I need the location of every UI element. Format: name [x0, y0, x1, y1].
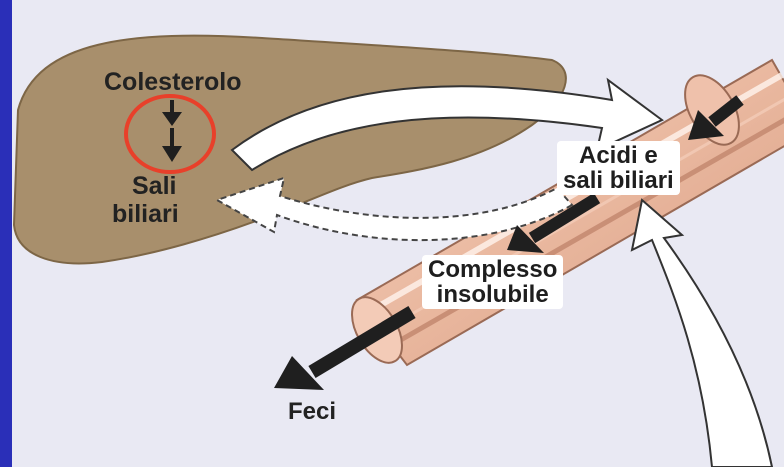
label-acids-line2: sali biliari [563, 168, 674, 193]
label-complex-box: Complesso insolubile [422, 255, 563, 309]
label-acids-line1: Acidi e [563, 143, 674, 168]
dietary-input-arrow [632, 200, 772, 467]
label-feces: Feci [288, 400, 336, 424]
label-cholesterol: Colesterolo [104, 70, 242, 95]
label-bile-salts-line2: biliari [112, 202, 179, 227]
label-complex-line2: insolubile [428, 282, 557, 307]
label-acids-box: Acidi e sali biliari [557, 141, 680, 195]
label-complex-line1: Complesso [428, 257, 557, 282]
diagram-stage: Colesterolo Sali biliari Acidi e sali bi… [12, 0, 784, 467]
label-bile-salts-line1: Sali [132, 174, 176, 199]
